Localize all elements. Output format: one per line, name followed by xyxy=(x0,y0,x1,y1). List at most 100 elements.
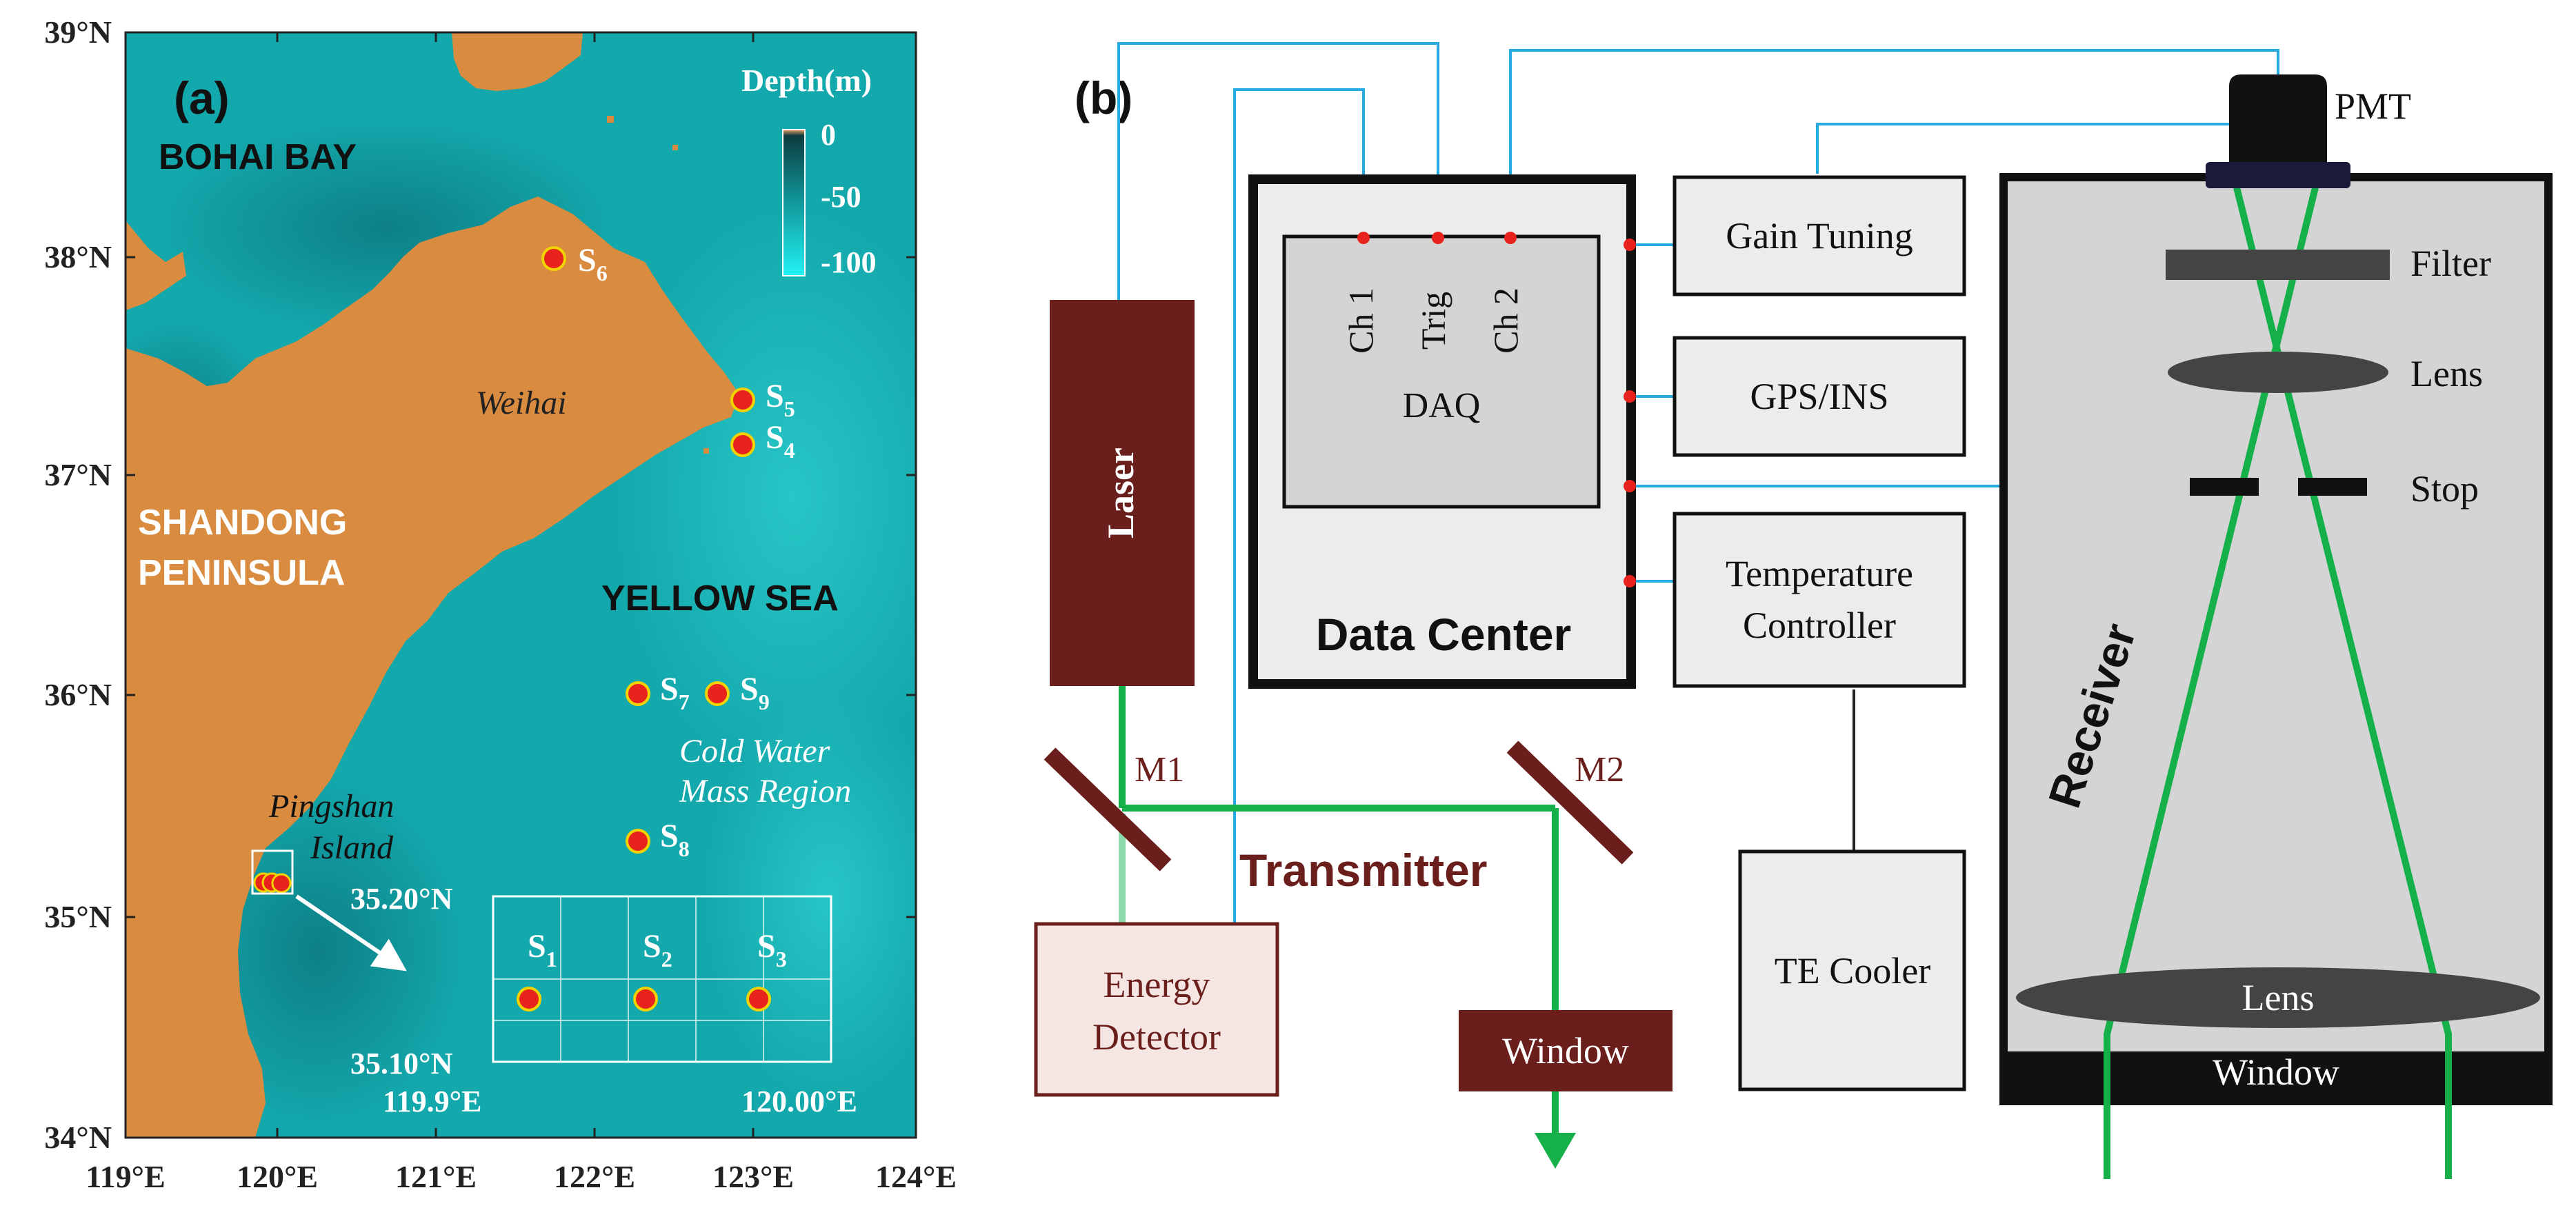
te-cooler-box xyxy=(1738,849,1966,1091)
daq-node xyxy=(1357,232,1370,244)
mirror-m1 xyxy=(1044,747,1172,872)
gain-tuning-box xyxy=(1673,175,1966,296)
station-marker xyxy=(626,829,650,854)
beam-arrowhead xyxy=(1535,1133,1576,1169)
pmt-label: PMT xyxy=(2335,85,2411,127)
lon-tick-label: 123°E xyxy=(712,1159,794,1194)
gps-ins-label: GPS/INS xyxy=(1750,376,1888,417)
lat-tick-label: 37°N xyxy=(44,457,112,492)
data-center-title: Data Center xyxy=(1316,609,1571,660)
place-label-pingshan: Pingshan xyxy=(268,788,394,825)
station-marker xyxy=(730,432,755,457)
pmt xyxy=(2229,74,2327,164)
station-marker xyxy=(705,681,730,706)
receive-beam xyxy=(2104,178,2321,1179)
region-label-mass-region: Mass Region xyxy=(679,773,851,809)
region-label-cold-water: Cold Water xyxy=(679,733,830,769)
station-marker xyxy=(730,387,755,412)
daq-box xyxy=(1282,234,1601,509)
receive-window xyxy=(2008,1051,2544,1097)
panel-b-label: (b) xyxy=(1075,72,1132,123)
energy-detector-box xyxy=(1034,922,1279,1097)
stop-label: Stop xyxy=(2410,468,2479,510)
daq-trig-label: Trig xyxy=(1414,292,1452,350)
lon-tick-label: 120°E xyxy=(237,1159,318,1194)
receiver: Window Lens PMT Filter Lens Stop Receive… xyxy=(1999,74,2553,1179)
panel-a-label: (a) xyxy=(174,72,230,123)
control-boxes: Gain Tuning GPS/INS Temperature Controll… xyxy=(1673,175,1966,1091)
station-marker xyxy=(746,987,771,1011)
station-marker xyxy=(626,681,650,706)
transmitter-optics: M1 M2 Transmitter Energy Detector Window xyxy=(1034,686,1673,1169)
land-island xyxy=(607,116,614,123)
daq-title: DAQ xyxy=(1403,386,1481,425)
stations xyxy=(253,246,755,894)
depth-colorbar: Depth(m) 0 -50 -100 xyxy=(741,63,877,279)
station-label-s2: S2 xyxy=(643,928,672,971)
place-label-island: Island xyxy=(310,829,394,866)
region-label-shandong: SHANDONG xyxy=(138,503,347,543)
lens-top-label: Lens xyxy=(2410,353,2483,394)
inset-map: S1 S2 S3 35.20°N 35.10°N 119.9°E 120.00°… xyxy=(350,882,857,1118)
land-island xyxy=(703,448,709,454)
lens-bottom-label: Lens xyxy=(2242,977,2315,1018)
stop-right xyxy=(2298,478,2367,496)
te-cooler-label: TE Cooler xyxy=(1775,950,1930,991)
panel-a-map: 39°N 38°N 37°N 36°N 35°N 34°N 119°E 120°… xyxy=(44,14,957,1194)
lat-tick-label: 36°N xyxy=(44,677,112,712)
inset-lat-top: 35.20°N xyxy=(350,882,453,916)
station-label-s5: S5 xyxy=(766,378,795,421)
region-label-peninsula: PENINSULA xyxy=(138,553,345,593)
station-marker xyxy=(271,873,292,894)
transmit-window-label: Window xyxy=(1502,1030,1629,1071)
temperature-controller-label: Temperature xyxy=(1726,553,1913,594)
gain-tuning-label: Gain Tuning xyxy=(1726,215,1913,256)
data-center: Ch 1 Trig Ch 2 DAQ Data Center xyxy=(1248,174,1636,689)
mirror-m2-label: M2 xyxy=(1575,750,1624,789)
daq-ch1-label: Ch 1 xyxy=(1341,288,1380,354)
inset-lon-left: 119.9°E xyxy=(383,1085,482,1118)
place-label-weihai: Weihai xyxy=(476,385,567,421)
temperature-controller-box xyxy=(1673,512,1966,688)
port-node xyxy=(1624,480,1636,492)
station-marker xyxy=(633,987,658,1011)
land-shandong xyxy=(126,197,739,1138)
station-label-s8: S8 xyxy=(660,818,690,861)
receive-beam xyxy=(2231,178,2452,1179)
port-node xyxy=(1624,390,1636,403)
station-marker xyxy=(541,246,566,271)
gps-ins-box xyxy=(1673,336,1966,457)
station-label-s1: S1 xyxy=(528,928,557,971)
colorbar-tick: -100 xyxy=(821,245,877,279)
lens-top xyxy=(2168,352,2388,393)
mirror-m2 xyxy=(1506,741,1634,865)
lat-tick-label: 35°N xyxy=(44,899,112,934)
laser: Laser xyxy=(1050,300,1195,686)
laser-label: Laser xyxy=(1100,447,1141,538)
transmit-window xyxy=(1459,1010,1673,1091)
energy-detector-label: Energy xyxy=(1104,964,1210,1005)
colorbar-tick: -50 xyxy=(821,180,861,214)
map-axes xyxy=(124,31,917,1139)
region-label-bohai-bay: BOHAI BAY xyxy=(159,137,357,177)
laser-box xyxy=(1050,300,1195,686)
region-label-yellow-sea: YELLOW SEA xyxy=(601,578,839,618)
station-marker xyxy=(517,987,541,1011)
colorbar-title: Depth(m) xyxy=(741,63,872,98)
port-node xyxy=(1624,575,1636,587)
station-label-s6: S6 xyxy=(578,242,608,285)
lat-tick-label: 38°N xyxy=(44,239,112,274)
panel-b-diagram: (b) Laser Ch 1 Trig Ch 2 DAQ Data Cente xyxy=(1034,42,2553,1179)
station-label-s3: S3 xyxy=(757,928,787,971)
lat-tick-label: 39°N xyxy=(44,14,112,50)
station-label-s7: S7 xyxy=(660,671,690,714)
temperature-controller-label: Controller xyxy=(1743,605,1896,646)
energy-detector-label: Detector xyxy=(1092,1016,1221,1058)
daq-ch2-label: Ch 2 xyxy=(1486,288,1525,354)
daq-node xyxy=(1432,232,1444,244)
mirror-m1-label: M1 xyxy=(1135,750,1184,789)
inset-locator-box xyxy=(251,849,294,895)
station-label-s9: S9 xyxy=(740,671,770,714)
land-liaodong xyxy=(452,32,583,91)
